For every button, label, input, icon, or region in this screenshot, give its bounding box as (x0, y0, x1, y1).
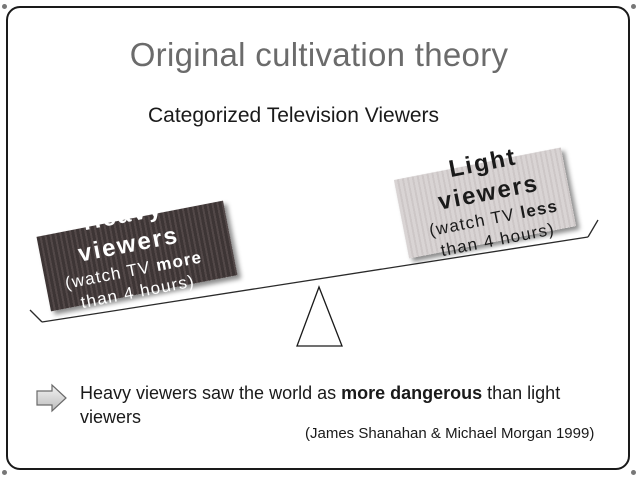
conclusion-text: Heavy viewers saw the world as more dang… (80, 381, 620, 429)
slide-title: Original cultivation theory (129, 36, 509, 73)
scale-beam (41, 236, 589, 323)
citation: (James Shanahan & Michael Morgan 1999) (305, 425, 595, 442)
corner-dot (631, 4, 636, 9)
corner-dot (631, 470, 636, 475)
corner-dot (2, 4, 7, 9)
beam-right-end (587, 219, 599, 238)
conclusion-pre: Heavy viewers saw the world as (80, 383, 342, 403)
conclusion-bold: more dangerous (341, 383, 483, 403)
slide-subtitle: Categorized Television Viewers (148, 104, 440, 127)
conclusion-post: than light viewers (80, 383, 561, 427)
beam-left-end (29, 309, 43, 323)
corner-dot (2, 470, 7, 475)
fulcrum-triangle (296, 285, 343, 347)
arrow-right-icon (36, 383, 67, 413)
